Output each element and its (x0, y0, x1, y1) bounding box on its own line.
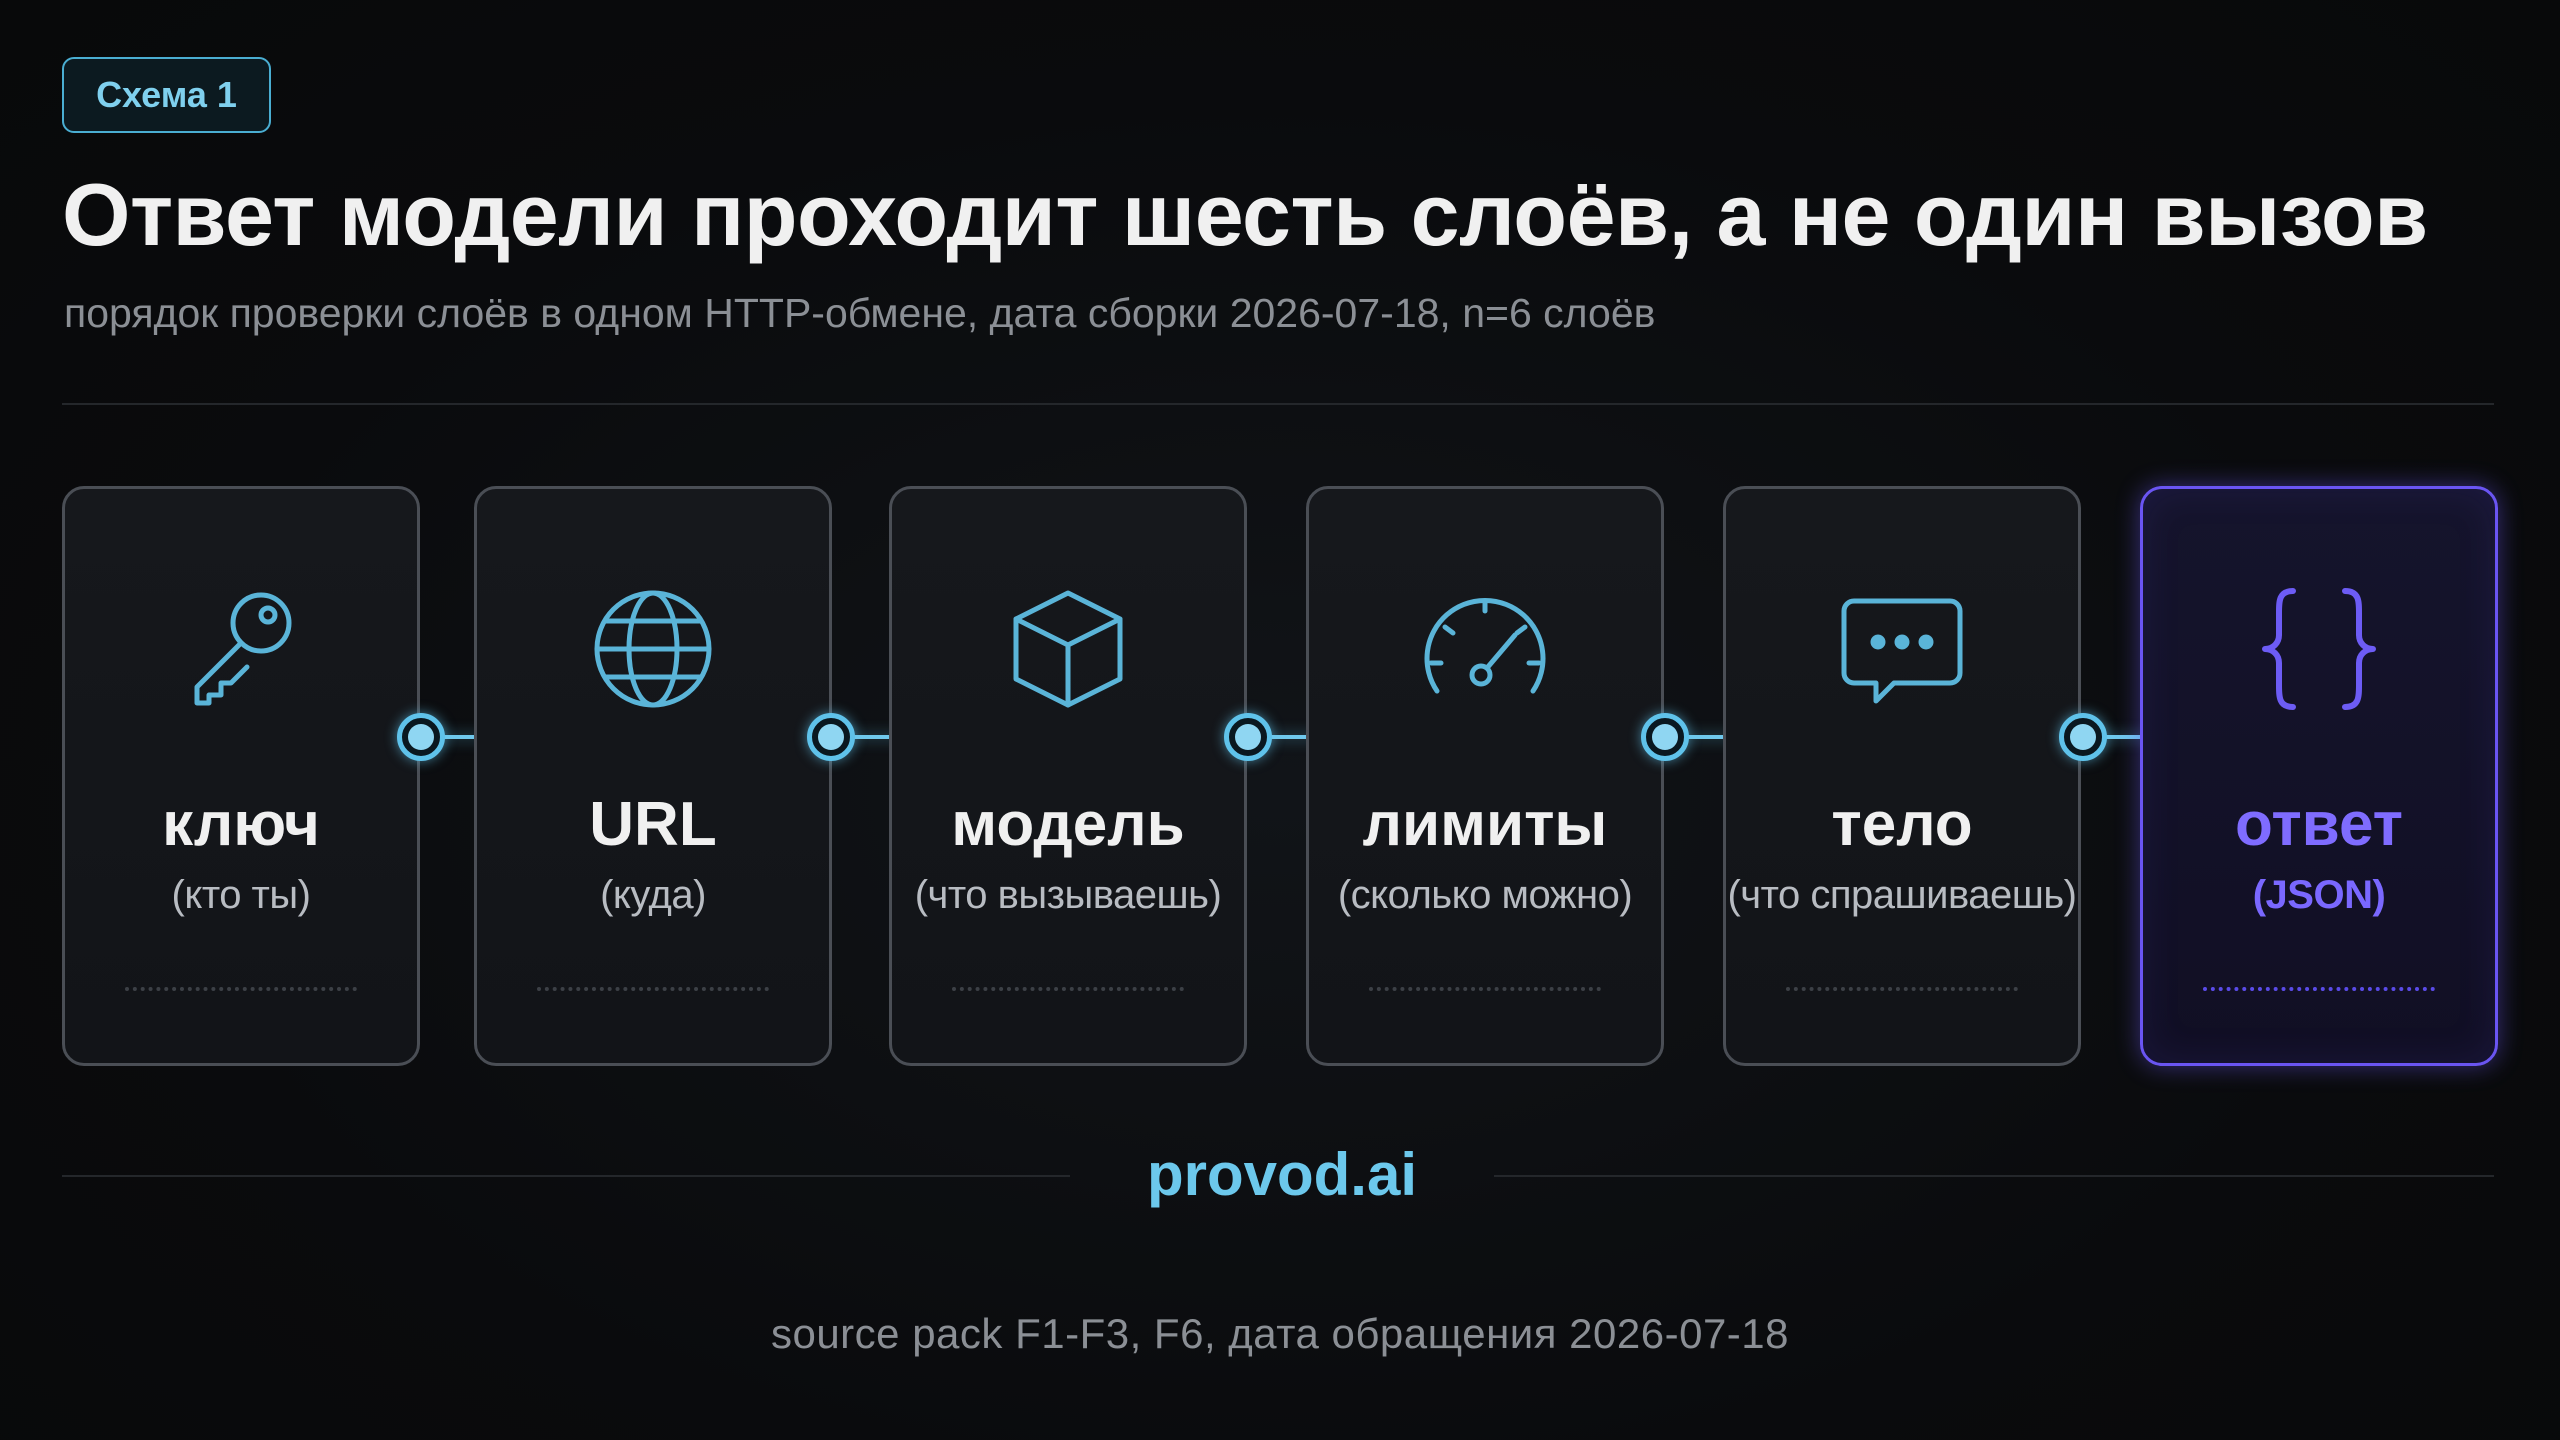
connector-node (1224, 713, 1272, 761)
connector-node (397, 713, 445, 761)
scheme-badge: Схема 1 (62, 57, 271, 133)
source-note: source pack F1-F3, F6, дата обращения 20… (770, 1310, 1790, 1357)
brand-logo-text: provod.ai (1146, 1141, 1418, 1208)
card-dotted-line (1369, 987, 1601, 991)
layer-card-key: ключ (кто ты) (62, 486, 420, 1066)
layer-card-limits: лимиты (сколько можно) (1306, 486, 1664, 1066)
page-subtitle: порядок проверки слоёв в одном HTTP-обме… (64, 290, 1656, 336)
footer-divider-left (62, 1175, 1070, 1177)
layer-label: лимиты (1362, 790, 1608, 859)
layer-description: (JSON) (2252, 873, 2386, 917)
layer-card-model: модель (что вызываешь) (889, 486, 1247, 1066)
top-divider (62, 403, 2494, 405)
layer-description: (кто ты) (171, 873, 311, 917)
braces-icon (2249, 579, 2389, 719)
card-dotted-line (125, 987, 357, 991)
card-dotted-line (537, 987, 769, 991)
layer-label: URL (589, 790, 717, 859)
footer-divider-right (1494, 1175, 2494, 1177)
layer-description: (сколько можно) (1337, 873, 1633, 917)
layer-description: (куда) (600, 873, 706, 917)
layer-description: (что спрашиваешь) (1727, 873, 2077, 917)
layer-label: модель (951, 790, 1185, 859)
card-dotted-line (2203, 987, 2435, 991)
connector-node (1641, 713, 1689, 761)
card-dotted-line (1786, 987, 2018, 991)
page-title: Ответ модели проходит шесть слоёв, а не … (62, 165, 2428, 264)
globe-icon (583, 579, 723, 719)
layer-card-body: тело (что спрашиваешь) (1723, 486, 2081, 1066)
cube-icon (998, 579, 1138, 719)
layer-label: ключ (162, 790, 320, 859)
connector-node (2059, 713, 2107, 761)
gauge-icon (1415, 579, 1555, 719)
key-icon (171, 579, 311, 719)
layer-card-url: URL (куда) (474, 486, 832, 1066)
chat-bubble-icon (1832, 579, 1972, 719)
layer-card-response: ответ (JSON) (2140, 486, 2498, 1066)
card-dotted-line (952, 987, 1184, 991)
layer-description: (что вызываешь) (914, 873, 1222, 917)
layer-label: тело (1831, 790, 1973, 859)
connector-node (807, 713, 855, 761)
layer-label: ответ (2234, 790, 2404, 859)
